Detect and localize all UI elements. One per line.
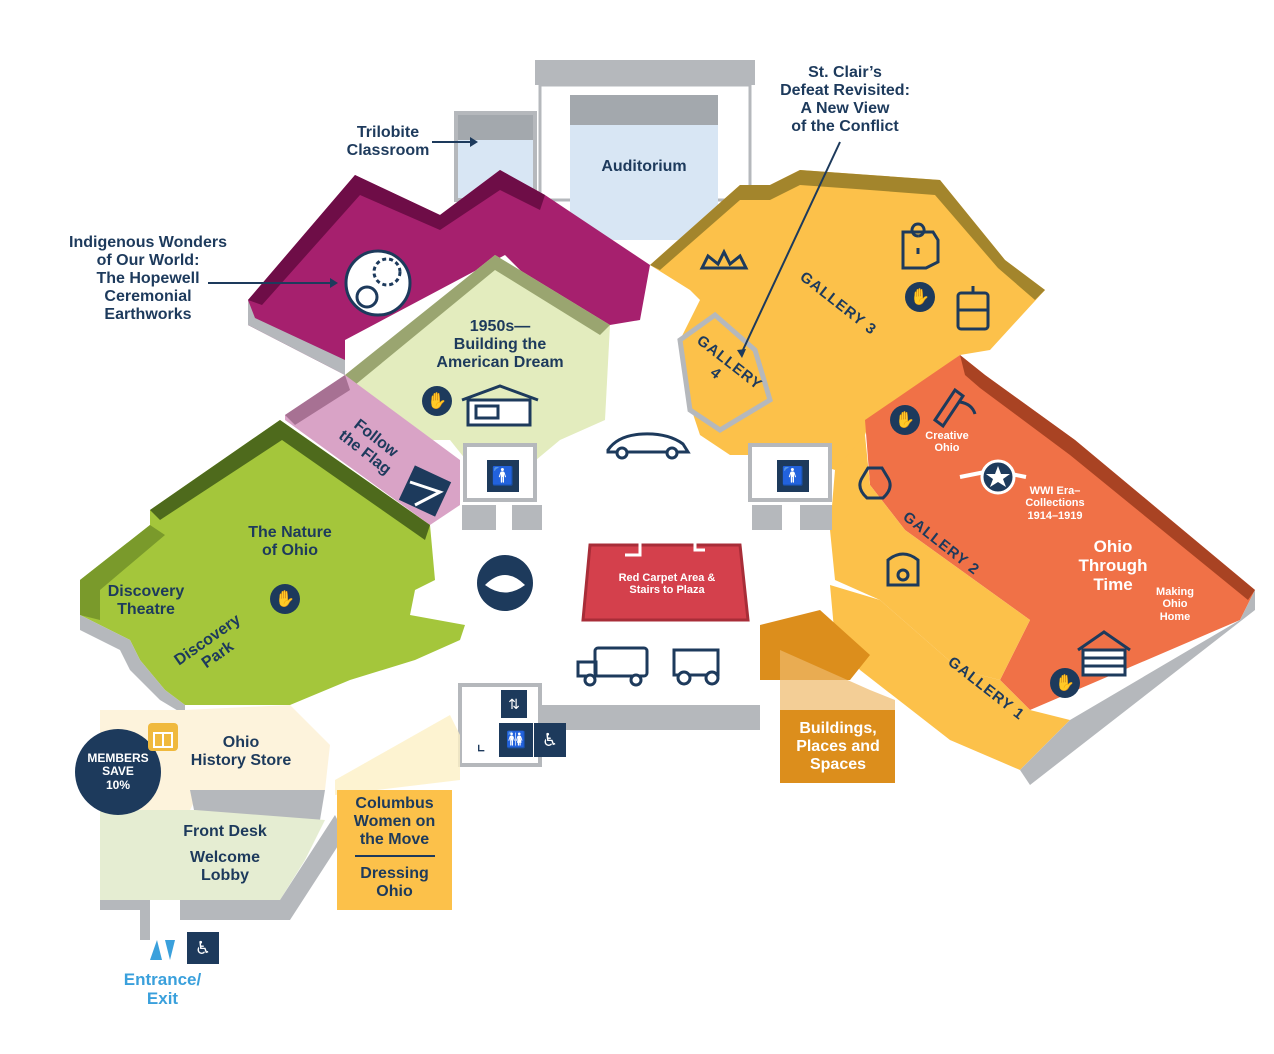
gallery-1 [830,585,1255,785]
restroom-icon: 🚹 [487,460,519,492]
gift-icon-box [153,732,173,748]
st-clair-leader [741,141,841,353]
hopewell-icon-small [355,285,379,309]
hand-icon: ✋ [890,405,920,435]
ohio-history-store-label: Ohio History Store [190,734,292,769]
paintbrush-icon [932,387,977,429]
old-truck-icon [576,646,649,687]
hand-icon: ✋ [1050,668,1080,698]
members-save-label: MEMBERS SAVE 10% [87,751,149,792]
entrance-arrow-icon [150,940,162,960]
ohio-through-time-gallery [865,355,1255,710]
vintage-car-icon [606,432,691,454]
red-carpet-area [581,518,750,622]
making-ohio-home-label: Making Ohio Home [1156,586,1194,623]
st-clair-label: St. Clair’s Defeat Revisited: A New View… [780,64,910,135]
buildings-places-spaces-area [760,610,895,783]
columbus-women-area [335,715,460,910]
discovery-theatre-label: Discovery Theatre [107,583,185,618]
house-icon [461,384,539,427]
nature-of-ohio-gallery [80,420,465,715]
indigenous-wonders-label: Indigenous Wonders of Our World: The Hop… [69,234,227,323]
hand-icon: ✋ [905,282,935,312]
columbus-women-label: Columbus Women on the Move [353,795,436,848]
hopewell-icon-dashed [372,257,402,287]
front-desk-label: Front Desk [183,823,267,840]
ohio-pin-icon [901,222,940,270]
accessible-icon: ♿ [187,932,219,964]
nature-of-ohio-label: The Nature of Ohio [248,524,332,559]
trilobite-classroom-label: Trilobite Classroom [346,124,430,159]
vase-icon [858,466,892,500]
gallery-2 [830,435,1030,680]
wwi-label: WWI Era– Collections 1914–1919 [1025,485,1085,522]
flag-icon [398,465,452,517]
clock-icon [886,552,920,587]
welcome-lobby-label: Welcome Lobby [190,849,260,884]
fifties-label: 1950s— Building the American Dream [436,318,564,371]
members-badge [75,729,161,815]
stairs-icon: ⌞ [476,732,486,755]
dressing-ohio-label: Dressing Ohio [360,865,429,900]
ohio-through-time-label: Ohio Through Time [1078,537,1148,595]
hand-icon: ✋ [422,386,452,416]
log-cabin-icon [1077,630,1131,677]
fifties-gallery [345,255,610,465]
gallery-4 [677,311,773,433]
exit-arrow-icon [165,940,175,960]
auditorium-block [535,60,755,240]
atrium-walls [462,443,832,730]
entrance-exit-label: Entrance/ Exit [123,970,202,1009]
accessible-icon: ♿ [534,723,566,757]
auditorium-label: Auditorium [601,158,687,175]
creative-ohio-label: Creative Ohio [925,430,969,455]
indigenous-wonders-gallery [248,170,650,375]
hand-icon: ✋ [270,584,300,614]
trolley-icon [956,286,990,331]
red-carpet-label: Red Carpet Area & Stairs to Plaza [618,572,716,597]
star-wings-icon [959,459,1027,495]
crown-icon [699,248,749,270]
restroom-icon: 🚻 [499,723,533,757]
elevator-icon: ⇅ [501,690,527,718]
welcome-lobby [100,810,345,940]
buildings-places-spaces-label: Buildings, Places and Spaces [796,720,880,773]
carriage-icon [672,648,720,686]
restroom-icon: 🚹 [777,460,809,492]
